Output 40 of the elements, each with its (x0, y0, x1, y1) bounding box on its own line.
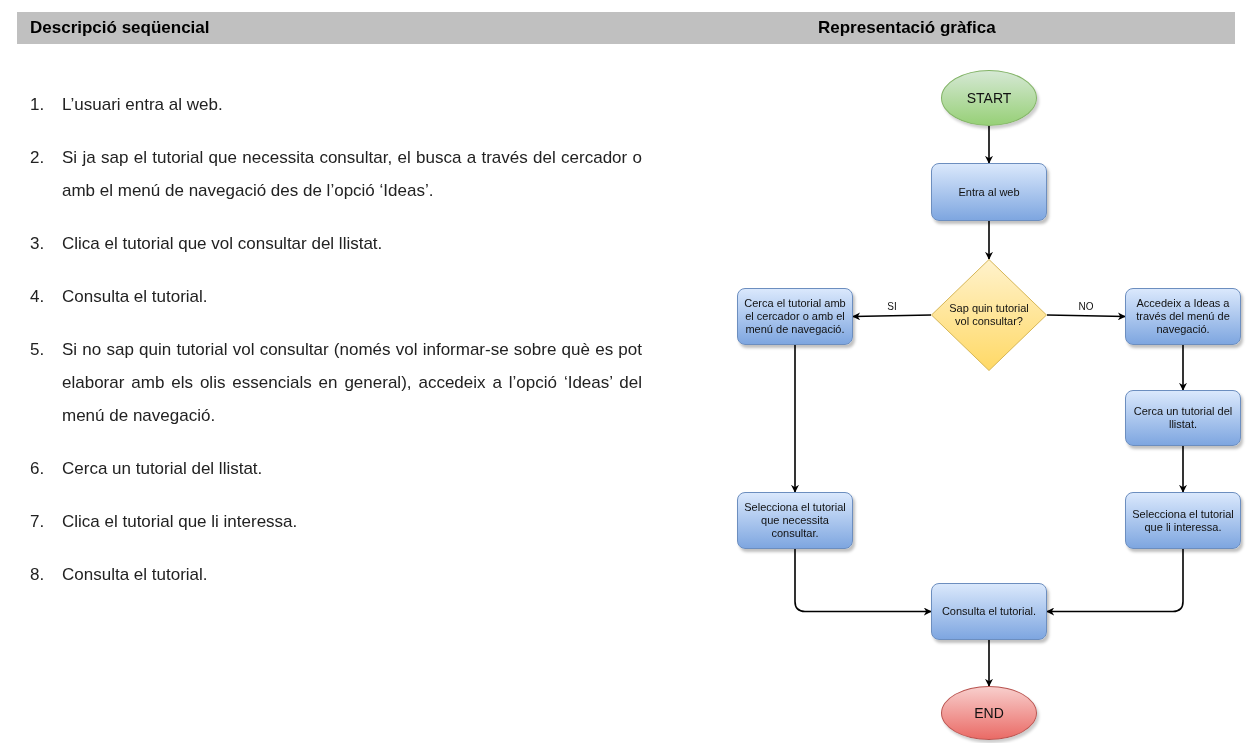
list-number: 1. (30, 94, 46, 116)
process-box: Selecciona el tutorial que li interessa. (1125, 492, 1241, 549)
step-text: Si ja sap el tutorial que necessita consultar, el busca a través del cercador o amb el menú de navegació des de l’opció ‘Ideas’. (62, 147, 642, 202)
arrow (985, 125, 993, 164)
column-heading: Representació gràfica (818, 18, 996, 38)
step-text: Consulta el tutorial. (62, 564, 209, 586)
list-number: 3. (30, 233, 46, 255)
arrow (794, 548, 932, 616)
decision-diamond: Sap quin tutorial vol consultar? (931, 259, 1047, 371)
arrow (852, 312, 932, 321)
process-box: Consulta el tutorial. (931, 583, 1047, 640)
column-heading: Descripció seqüencial (30, 18, 210, 38)
start-ellipse: START (941, 70, 1037, 126)
arrow (1179, 445, 1187, 493)
step-text: Clica el tutorial que vol consultar del llistat. (62, 233, 384, 255)
list-number: 8. (30, 564, 46, 586)
end-ellipse: END (941, 686, 1037, 740)
list-number: 4. (30, 286, 46, 308)
step-text: Si no sap quin tutorial vol consultar (només vol informar-se sobre què es pot elaborar amb els olis essencials en general), accedeix a l’opció ‘Ideas’ del menú de navegació. (62, 339, 642, 427)
process-box: Cerca un tutorial del llistat. (1125, 390, 1241, 446)
process-box: Accedeix a Ideas a través del menú de navegació. (1125, 288, 1241, 345)
step-text: Consulta el tutorial. (62, 286, 209, 308)
process-box: Cerca el tutorial amb el cercador o amb el menú de navegació. (737, 288, 853, 345)
step-text: Cerca un tutorial del llistat. (62, 458, 264, 480)
list-number: 5. (30, 339, 46, 361)
edge-label: NO (1076, 301, 1096, 312)
process-box: Selecciona el tutorial que necessita consultar. (737, 492, 853, 549)
arrow (791, 344, 799, 493)
arrow (1179, 344, 1187, 391)
arrow (1046, 312, 1126, 321)
list-number: 6. (30, 458, 46, 480)
process-box: Entra al web (931, 163, 1047, 221)
arrow (1046, 548, 1184, 616)
arrow (985, 220, 993, 260)
list-number: 2. (30, 147, 46, 169)
step-text: L’usuari entra al web. (62, 94, 224, 116)
list-number: 7. (30, 511, 46, 533)
step-text: Clica el tutorial que li interessa. (62, 511, 299, 533)
arrow (985, 639, 993, 687)
edge-label: SI (885, 301, 899, 312)
